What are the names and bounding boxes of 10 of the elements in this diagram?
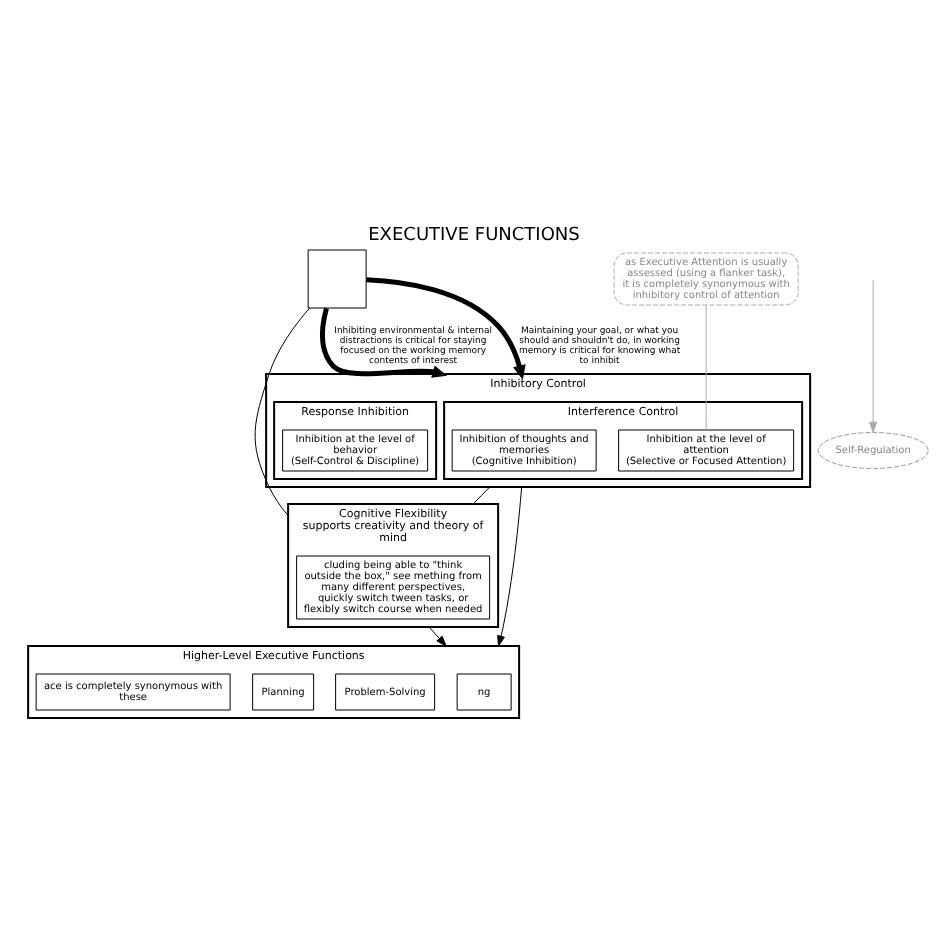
connector xyxy=(254,307,310,517)
arrow xyxy=(366,277,526,381)
arrow xyxy=(428,626,447,647)
connector xyxy=(472,486,491,505)
connector xyxy=(705,304,707,431)
node-box xyxy=(307,249,367,309)
diagram-title: EXECUTIVE FUNCTIONS xyxy=(368,226,580,247)
arrow xyxy=(869,279,878,433)
arrow xyxy=(497,486,523,647)
arrow xyxy=(320,307,448,378)
